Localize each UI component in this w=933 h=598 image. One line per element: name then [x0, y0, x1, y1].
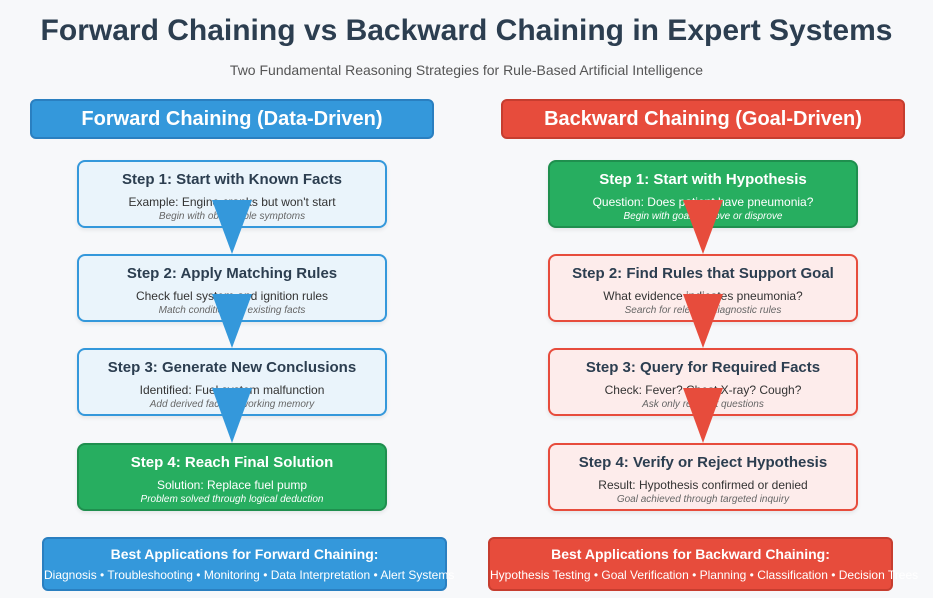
step-text: Question: Does patient have pneumonia?: [592, 195, 814, 209]
page-subtitle: Two Fundamental Reasoning Strategies for…: [229, 62, 704, 78]
step-note: Search for relevant diagnostic rules: [624, 305, 782, 316]
forward-step-2: Step 2: Apply Matching Rules Check fuel …: [77, 254, 387, 322]
step-text: Solution: Replace fuel pump: [156, 478, 308, 492]
step-text: Result: Hypothesis confirmed or denied: [598, 478, 808, 492]
step-title: Step 2: Find Rules that Support Goal: [572, 265, 834, 282]
step-note: Begin with goal to prove or disprove: [623, 211, 783, 222]
step-note: Ask only relevant questions: [642, 399, 764, 410]
page-title: Forward Chaining vs Backward Chaining in…: [40, 14, 893, 47]
step-title: Step 3: Query for Required Facts: [585, 359, 821, 376]
step-text: Example: Engine cranks but won't start: [128, 195, 336, 209]
step-note: Add derived facts to working memory: [149, 399, 315, 410]
step-title: Step 4: Verify or Reject Hypothesis: [578, 454, 828, 471]
applications-title: Best Applications for Backward Chaining:: [551, 546, 830, 562]
step-note: Goal achieved through targeted inquiry: [616, 494, 790, 505]
forward-applications-box: Best Applications for Forward Chaining: …: [42, 537, 455, 591]
applications-list: Hypothesis Testing • Goal Verification •…: [490, 568, 919, 582]
forward-step-4: Step 4: Reach Final Solution Solution: R…: [77, 443, 387, 511]
step-title: Step 2: Apply Matching Rules: [126, 265, 338, 282]
backward-step-1: Step 1: Start with Hypothesis Question: …: [548, 160, 858, 228]
forward-step-1: Step 1: Start with Known Facts Example: …: [77, 160, 387, 228]
backward-chaining-header: Backward Chaining (Goal-Driven): [501, 99, 905, 139]
step-note: Match conditions to existing facts: [158, 305, 306, 316]
step-title: Step 1: Start with Known Facts: [121, 171, 343, 188]
step-text: Check fuel system and ignition rules: [135, 289, 329, 303]
step-title: Step 4: Reach Final Solution: [130, 454, 334, 471]
step-text: What evidence indicates pneumonia?: [603, 289, 803, 303]
step-text: Identified: Fuel system malfunction: [139, 383, 325, 397]
backward-step-4: Step 4: Verify or Reject Hypothesis Resu…: [548, 443, 858, 511]
backward-applications-box: Best Applications for Backward Chaining:…: [488, 537, 919, 591]
forward-step-3: Step 3: Generate New Conclusions Identif…: [77, 348, 387, 416]
forward-chaining-header: Forward Chaining (Data-Driven): [30, 99, 434, 139]
applications-list: Diagnosis • Troubleshooting • Monitoring…: [44, 568, 455, 582]
step-title: Step 1: Start with Hypothesis: [599, 171, 807, 188]
step-note: Problem solved through logical deduction: [140, 494, 324, 505]
backward-step-2: Step 2: Find Rules that Support Goal Wha…: [548, 254, 858, 322]
step-text: Check: Fever? Chest X-ray? Cough?: [604, 383, 802, 397]
step-note: Begin with observable symptoms: [158, 211, 306, 222]
applications-title: Best Applications for Forward Chaining:: [110, 546, 379, 562]
step-title: Step 3: Generate New Conclusions: [107, 359, 357, 376]
backward-step-3: Step 3: Query for Required Facts Check: …: [548, 348, 858, 416]
